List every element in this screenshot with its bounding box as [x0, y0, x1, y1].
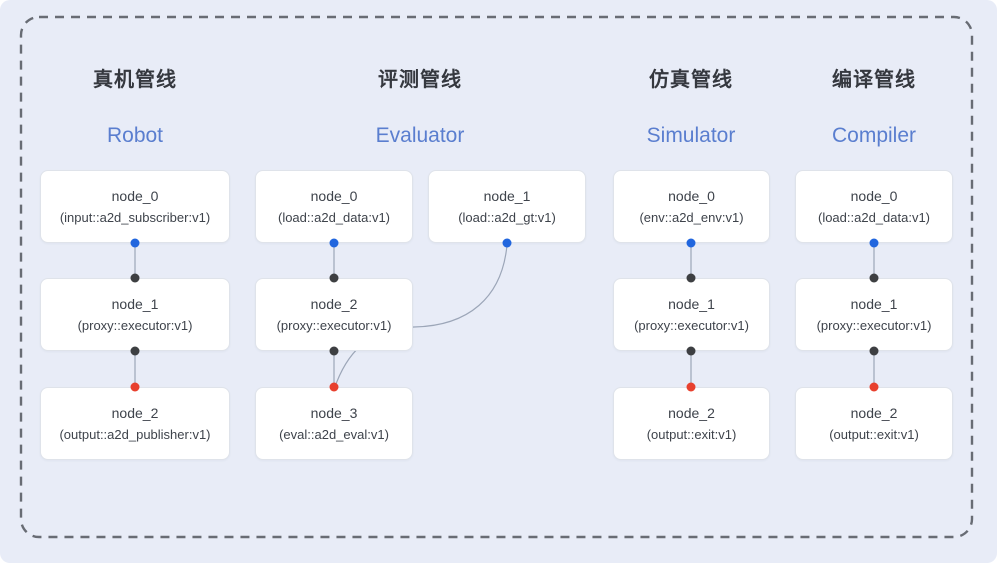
node-box-robot-node1[interactable]: node_1 (proxy::executor:v1) — [40, 278, 230, 351]
node-box-compiler-node0[interactable]: node_0 (load::a2d_data:v1) — [795, 170, 953, 243]
output-port-dot-blue — [130, 238, 140, 248]
node-detail: (output::exit:v1) — [646, 426, 737, 442]
node-box-simulator-node1[interactable]: node_1 (proxy::executor:v1) — [613, 278, 770, 351]
output-port-dot-dark — [130, 346, 140, 356]
node-label: node_2 — [310, 295, 358, 312]
node-label: node_1 — [483, 187, 531, 204]
edge-evaluator-1-3-curve — [335, 244, 508, 385]
node-label: node_0 — [668, 187, 715, 204]
node-detail: (input::a2d_subscriber:v1) — [59, 209, 211, 225]
output-port-dot-blue — [329, 238, 339, 248]
node-detail: (proxy::executor:v1) — [77, 317, 193, 333]
pipeline-title-zh-simulator: 仿真管线 — [649, 69, 733, 91]
node-detail: (output::exit:v1) — [829, 426, 919, 442]
output-port-dot-dark — [329, 346, 339, 356]
node-detail: (eval::a2d_eval:v1) — [279, 426, 389, 442]
node-label: node_1 — [668, 295, 715, 312]
node-box-evaluator-node2[interactable]: node_2 (proxy::executor:v1) — [255, 278, 413, 351]
node-box-compiler-node2[interactable]: node_2 (output::exit:v1) — [795, 387, 953, 460]
node-box-simulator-node2[interactable]: node_2 (output::exit:v1) — [613, 387, 770, 460]
pipeline-title-en-compiler: Compiler — [831, 124, 917, 147]
input-port-dot-dark — [130, 273, 140, 283]
node-box-compiler-node1[interactable]: node_1 (proxy::executor:v1) — [795, 278, 953, 351]
node-box-evaluator-node0[interactable]: node_0 (load::a2d_data:v1) — [255, 170, 413, 243]
node-label: node_0 — [310, 187, 358, 204]
output-port-dot-blue — [686, 238, 696, 248]
node-label: node_1 — [111, 295, 159, 312]
node-label: node_2 — [850, 404, 898, 421]
node-detail: (load::a2d_data:v1) — [817, 209, 931, 225]
node-detail: (proxy::executor:v1) — [816, 317, 932, 333]
input-port-dot-dark — [686, 273, 696, 283]
node-label: node_0 — [111, 187, 159, 204]
node-box-evaluator-node3[interactable]: node_3 (eval::a2d_eval:v1) — [255, 387, 413, 460]
node-detail: (proxy::executor:v1) — [276, 317, 392, 333]
node-box-simulator-node0[interactable]: node_0 (env::a2d_env:v1) — [613, 170, 770, 243]
input-port-dot-dark — [329, 273, 339, 283]
node-detail: (output::a2d_publisher:v1) — [59, 426, 211, 442]
pipeline-title-en-simulator: Simulator — [646, 124, 736, 147]
node-detail: (proxy::executor:v1) — [634, 317, 749, 333]
node-box-robot-node2[interactable]: node_2 (output::a2d_publisher:v1) — [40, 387, 230, 460]
node-label: node_3 — [310, 404, 358, 421]
pipeline-title-en-evaluator: Evaluator — [375, 124, 465, 147]
output-port-dot-blue — [502, 238, 512, 248]
node-detail: (env::a2d_env:v1) — [639, 209, 744, 225]
input-port-dot-red — [686, 382, 696, 392]
pipeline-title-zh-robot: 真机管线 — [93, 69, 177, 91]
pipeline-title-en-robot: Robot — [106, 124, 164, 147]
node-label: node_2 — [668, 404, 715, 421]
input-port-dot-red — [130, 382, 140, 392]
output-port-dot-blue — [869, 238, 879, 248]
input-port-dot-red — [329, 382, 339, 392]
pipeline-title-zh-compiler: 编译管线 — [832, 69, 916, 91]
input-port-dot-red — [869, 382, 879, 392]
pipeline-title-zh-evaluator: 评测管线 — [378, 69, 462, 91]
node-box-robot-node0[interactable]: node_0 (input::a2d_subscriber:v1) — [40, 170, 230, 243]
node-label: node_2 — [111, 404, 159, 421]
output-port-dot-dark — [869, 346, 879, 356]
output-port-dot-dark — [686, 346, 696, 356]
node-detail: (load::a2d_gt:v1) — [458, 209, 556, 225]
node-label: node_1 — [850, 295, 898, 312]
node-box-evaluator-node1[interactable]: node_1 (load::a2d_gt:v1) — [428, 170, 586, 243]
node-label: node_0 — [850, 187, 898, 204]
dashed-boundary — [19, 15, 974, 539]
input-port-dot-dark — [869, 273, 879, 283]
node-detail: (load::a2d_data:v1) — [277, 209, 391, 225]
